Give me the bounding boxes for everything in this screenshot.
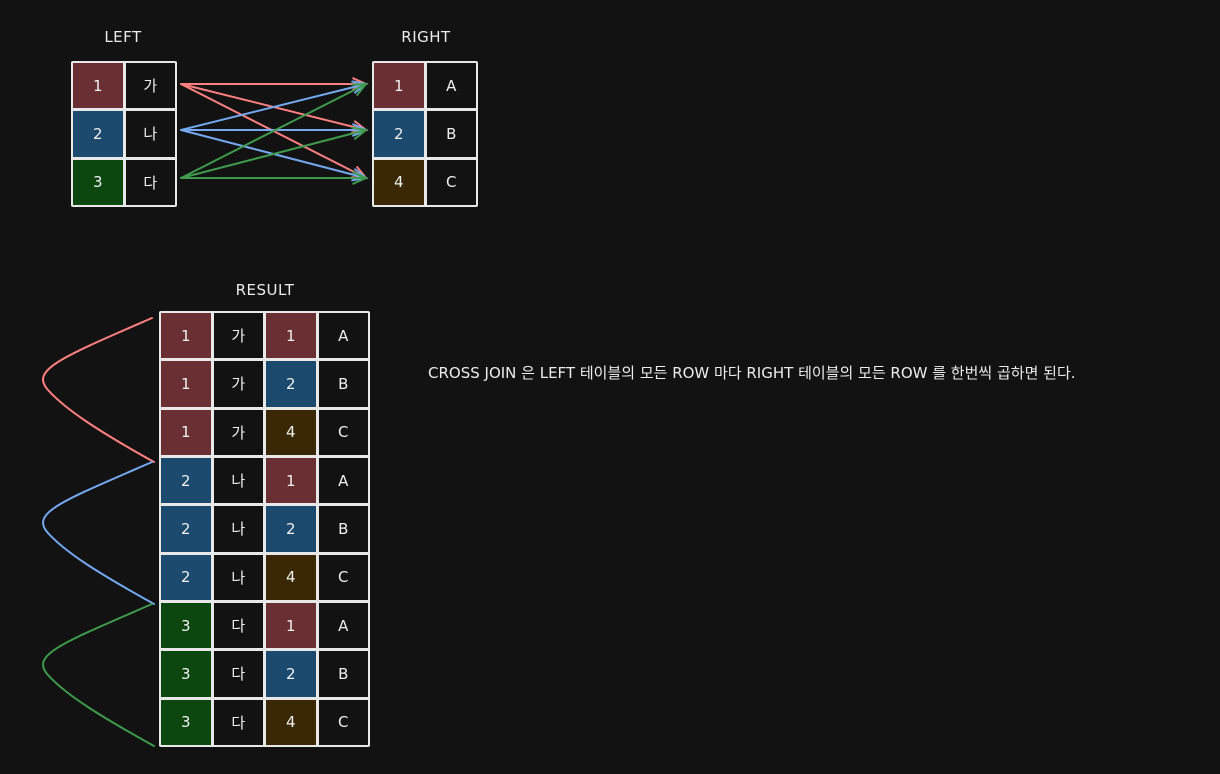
result-left-key-cell: 3 [161,602,211,649]
result-right-key-cell: 1 [266,602,316,649]
group-brace [42,317,155,463]
result-left-value-cell: 다 [213,699,263,745]
group-brace [42,461,155,605]
result-right-key-cell: 1 [266,313,316,359]
result-right-key-cell: 1 [266,457,316,504]
result-left-key-cell: 2 [161,457,211,504]
join-arrow [180,129,367,179]
result-left-value-cell: 가 [213,313,263,359]
result-right-value-cell: C [318,409,368,455]
result-right-value-cell: C [318,699,368,745]
result-left-value-cell: 다 [213,651,263,697]
result-left-key-cell: 3 [161,651,211,697]
join-arrow [180,83,367,131]
result-left-key-cell: 1 [161,361,211,407]
result-right-value-cell: A [318,457,368,504]
left-key-cell: 3 [73,159,123,205]
join-arrow-head [351,126,369,140]
right-table-title: RIGHT [401,28,451,46]
left-table: 1 가 2 나 3 다 [71,61,177,207]
result-table-title: RESULT [235,281,295,299]
left-key-cell: 2 [73,111,123,157]
result-right-key-cell: 2 [266,361,316,407]
right-table: 1 A 2 B 4 C [372,61,478,207]
result-right-key-cell: 4 [266,699,316,745]
result-right-value-cell: C [318,554,368,600]
result-right-key-cell: 2 [266,651,316,697]
result-left-value-cell: 나 [213,554,263,600]
result-left-value-cell: 나 [213,457,263,504]
result-right-value-cell: A [318,313,368,359]
join-arrow-head [351,82,369,96]
result-left-key-cell: 3 [161,699,211,745]
result-left-value-cell: 가 [213,409,263,455]
right-key-cell: 1 [374,63,424,109]
right-value-cell: C [426,159,476,205]
left-value-cell: 가 [125,63,175,109]
result-left-key-cell: 1 [161,409,211,455]
right-key-cell: 4 [374,159,424,205]
result-left-value-cell: 나 [213,506,263,552]
caption-text: CROSS JOIN 은 LEFT 테이블의 모든 ROW 마다 RIGHT 테… [428,364,1076,382]
result-right-key-cell: 4 [266,554,316,600]
right-key-cell: 2 [374,111,424,157]
join-arrow [180,83,367,179]
right-value-cell: A [426,63,476,109]
result-left-value-cell: 다 [213,602,263,649]
result-right-key-cell: 4 [266,409,316,455]
join-arrow-head [352,171,369,185]
left-value-cell: 나 [125,111,175,157]
left-key-cell: 1 [73,63,123,109]
left-table-title: LEFT [104,28,142,46]
result-right-value-cell: B [318,651,368,697]
result-left-key-cell: 2 [161,554,211,600]
right-value-cell: B [426,111,476,157]
result-left-key-cell: 1 [161,313,211,359]
group-brace [42,603,155,747]
result-right-value-cell: B [318,506,368,552]
result-left-value-cell: 가 [213,361,263,407]
result-right-value-cell: A [318,602,368,649]
result-left-key-cell: 2 [161,506,211,552]
result-right-value-cell: B [318,361,368,407]
left-value-cell: 다 [125,159,175,205]
result-right-key-cell: 2 [266,506,316,552]
